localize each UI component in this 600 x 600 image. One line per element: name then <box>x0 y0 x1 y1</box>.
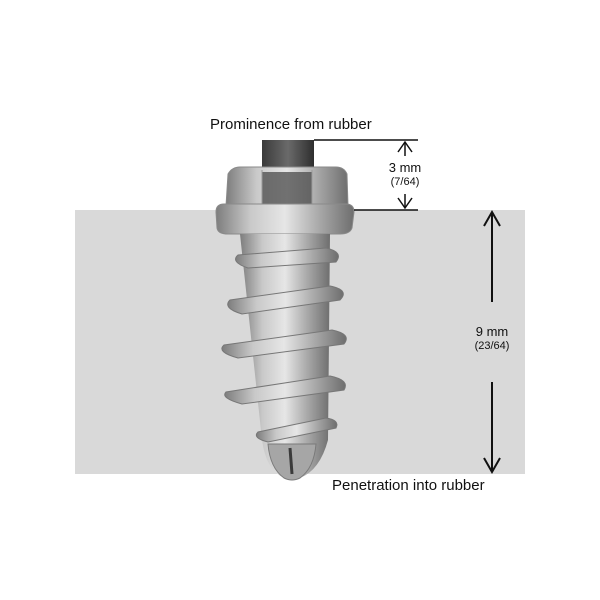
flange <box>215 203 355 235</box>
penetration-imperial: (23/64) <box>474 339 510 352</box>
prominence-measurement: 3 mm (7/64) <box>378 160 432 189</box>
penetration-label: Penetration into rubber <box>332 477 485 494</box>
prominence-metric: 3 mm <box>388 160 422 175</box>
prominence-label: Prominence from rubber <box>210 116 372 133</box>
penetration-measurement: 9 mm (23/64) <box>462 324 522 353</box>
carbide-pin <box>262 140 314 170</box>
hex-head <box>225 166 349 207</box>
penetration-dimension <box>483 209 501 475</box>
screw-shank <box>221 234 347 481</box>
prominence-dimension <box>314 139 418 211</box>
penetration-metric: 9 mm <box>475 324 509 339</box>
prominence-imperial: (7/64) <box>390 175 420 188</box>
